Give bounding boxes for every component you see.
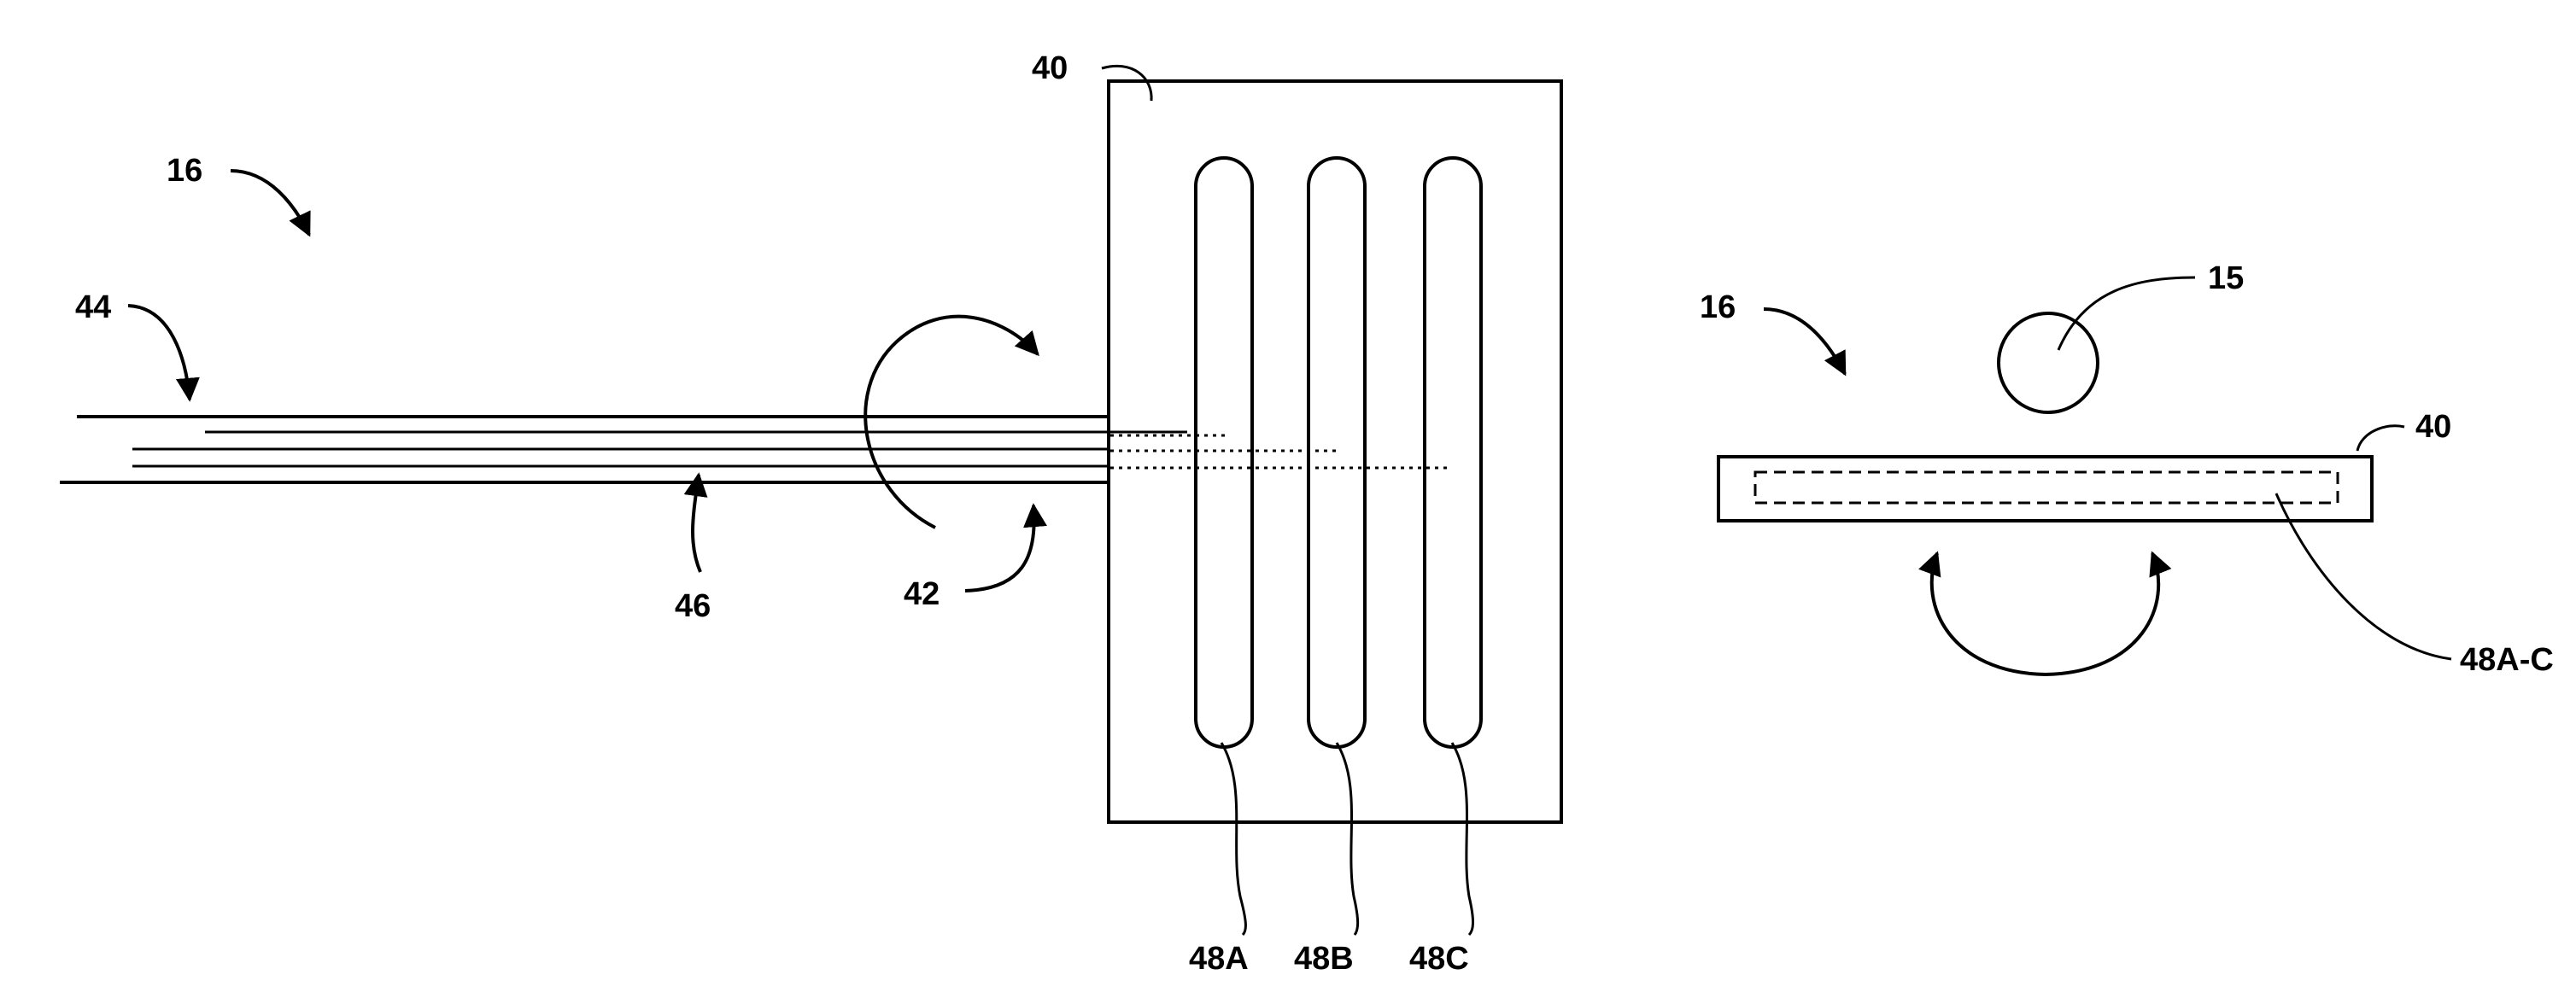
pad-side <box>1718 457 2372 521</box>
leader-arrow-46 <box>693 475 700 572</box>
label-48a-c: 48A-C <box>2460 642 2554 678</box>
label-40-front: 40 <box>1032 50 1068 86</box>
leader-arrow-16-right <box>1764 309 1845 374</box>
label-40-side: 40 <box>2415 409 2451 445</box>
leader-line-48a-c <box>2276 493 2451 659</box>
electrode-48b <box>1308 158 1365 747</box>
label-44: 44 <box>75 289 111 325</box>
side-rotation-arrow <box>1932 553 2158 674</box>
side-view-figure: 16 15 40 48A-C <box>1700 260 2554 678</box>
label-48c: 48C <box>1409 941 1469 977</box>
label-15: 15 <box>2208 260 2244 296</box>
leader-line-48b <box>1337 743 1358 935</box>
conductor-dotted-extensions <box>1110 435 1452 468</box>
leader-arrow-44 <box>128 306 190 400</box>
front-view-figure: 16 40 44 46 42 48A 48B 48C <box>60 50 1561 977</box>
inner-conductors <box>132 432 1187 466</box>
label-16-left: 16 <box>167 153 202 189</box>
target-15 <box>1999 313 2098 412</box>
rotation-arrow-top <box>865 317 1038 528</box>
electrode-48c <box>1425 158 1481 747</box>
leader-line-15 <box>2058 277 2195 350</box>
label-48b: 48B <box>1294 941 1354 977</box>
leader-line-40-side <box>2357 426 2404 451</box>
rotation-arrow-bottom <box>965 505 1034 591</box>
electrode-48a <box>1196 158 1252 747</box>
electrodes-side <box>1755 472 2338 503</box>
leader-line-48c <box>1452 743 1473 935</box>
leader-arrow-16-left <box>231 171 309 235</box>
label-48a: 48A <box>1189 941 1249 977</box>
label-42: 42 <box>904 576 940 612</box>
label-46: 46 <box>675 588 711 624</box>
label-16-right: 16 <box>1700 289 1736 325</box>
leader-line-48a <box>1221 743 1245 935</box>
